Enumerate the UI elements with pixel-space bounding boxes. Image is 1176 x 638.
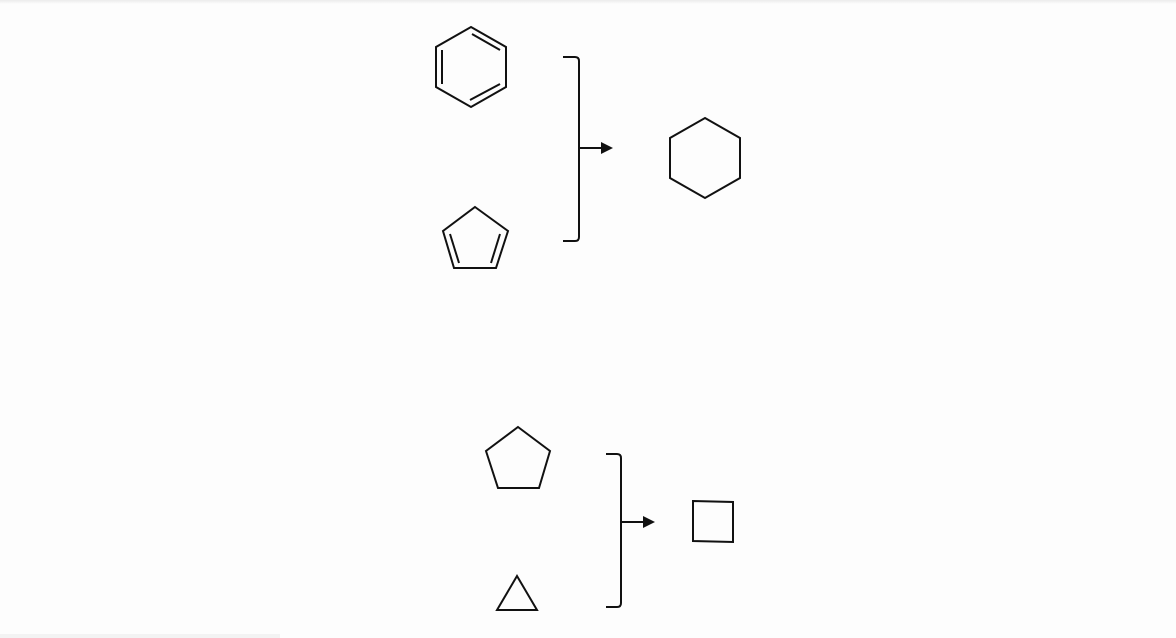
top-edge-shadow (0, 0, 1176, 4)
cyclobutane-ring (692, 499, 734, 544)
cyclopentadiene-double-bond (490, 233, 501, 264)
reaction-2 (484, 425, 734, 611)
reaction-2-arrowhead (643, 516, 655, 528)
cyclopropane-ring (495, 574, 539, 611)
cyclopentane-ring (484, 425, 552, 489)
benzene-ring (435, 25, 507, 109)
reaction-1 (435, 25, 741, 269)
benzene-double-bond (471, 33, 501, 51)
cyclohexane-ring (669, 116, 741, 200)
benzene-double-bond (469, 83, 501, 101)
reaction-1-arrowhead (601, 142, 613, 154)
bottom-edge-strip (0, 634, 280, 638)
benzene-outer-hexagon (435, 25, 507, 109)
cyclopentadiene-ring (441, 205, 510, 269)
reaction-1-bracket (563, 56, 580, 242)
reaction-2-bracket (606, 453, 622, 608)
cyclopentadiene-outer-pentagon (441, 205, 510, 269)
cyclopentadiene-double-bond (449, 233, 460, 264)
